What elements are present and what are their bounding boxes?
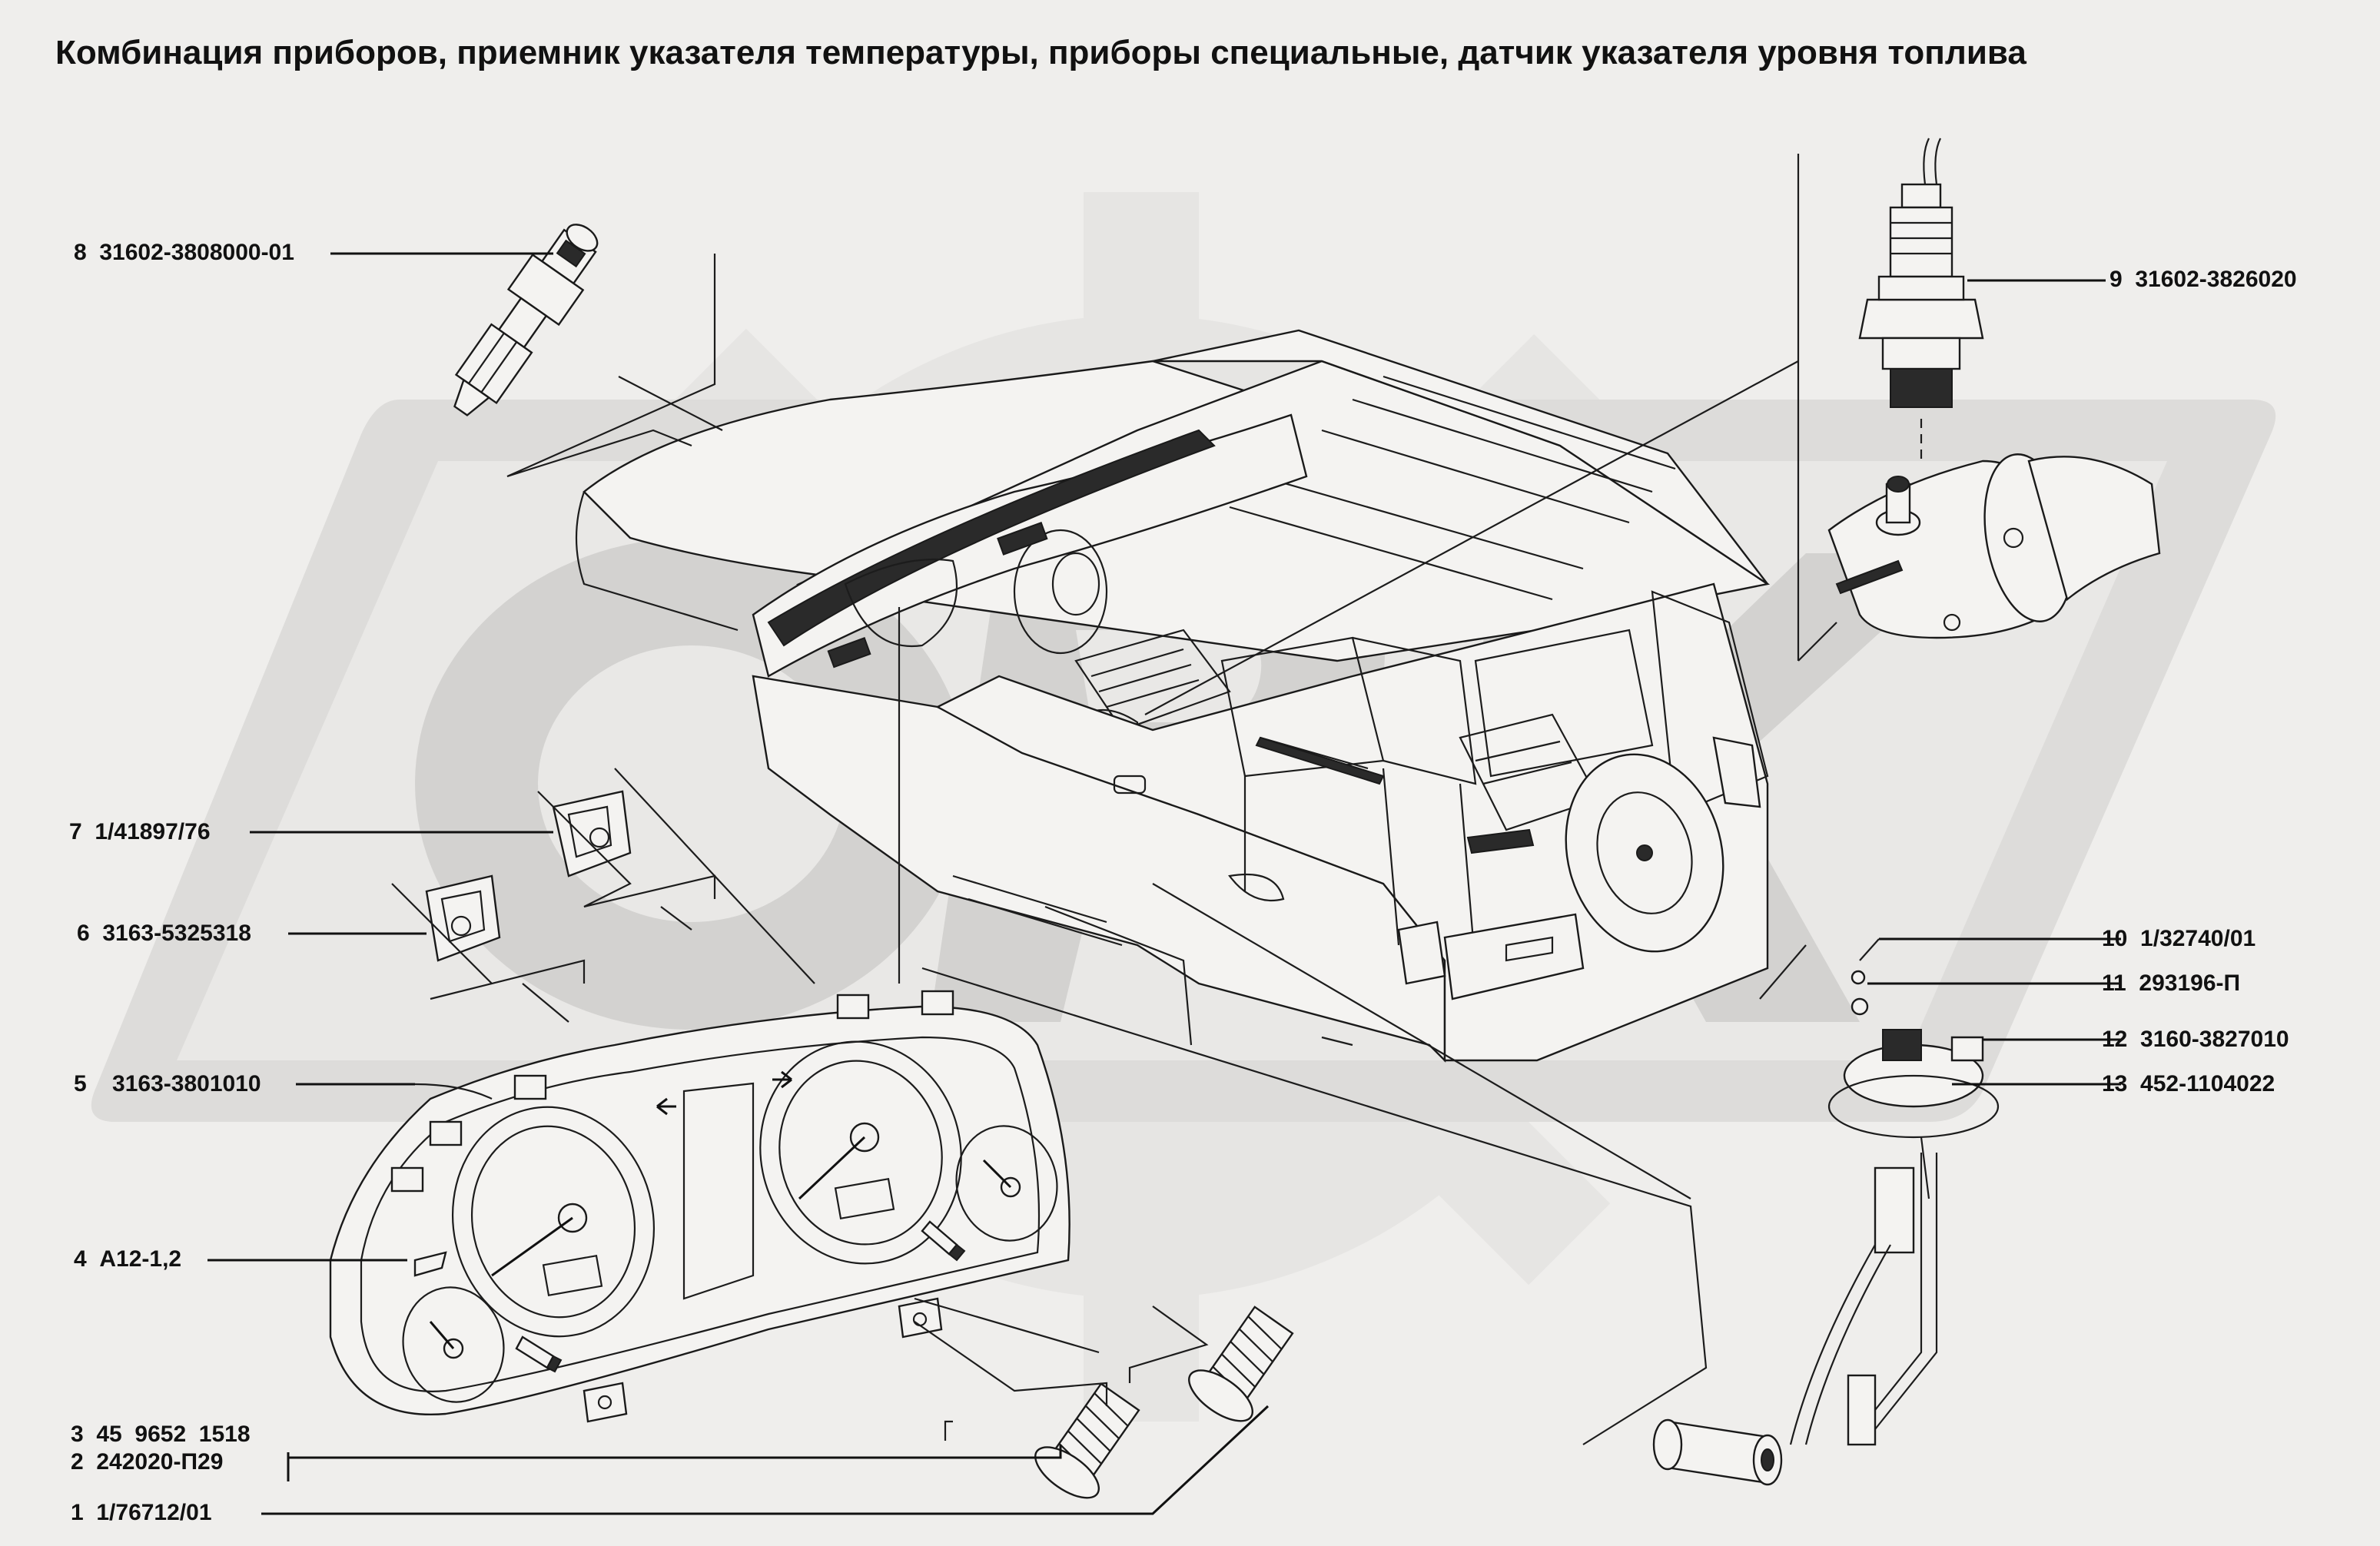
part-12-fuel-level-sender — [1652, 970, 2000, 1486]
callout-11: 11 293196-П — [2102, 970, 2240, 997]
callout-6: 6 3163-5325318 — [77, 921, 251, 947]
callout-1-num: 1 — [71, 1500, 84, 1525]
callout-4-code: А12-1,2 — [99, 1246, 182, 1272]
callout-7-num: 7 — [69, 819, 82, 844]
part-5-instrument-cluster — [329, 990, 1071, 1423]
callout-11-num: 11 — [2102, 970, 2126, 996]
callout-13-num: 13 — [2102, 1071, 2128, 1096]
callout-10-code: 1/32740/01 — [2140, 926, 2256, 951]
callout-2-num: 2 — [71, 1449, 84, 1475]
part-1-screw — [1034, 1382, 1140, 1499]
callout-3-num: 3 — [71, 1422, 84, 1447]
callout-2-code: 242020-П29 — [96, 1449, 224, 1475]
leader-lines — [207, 154, 2121, 1515]
callout-3-code: 45 9652 1518 — [96, 1422, 251, 1447]
callout-6-num: 6 — [77, 921, 90, 946]
part-2-screw — [1188, 1305, 1294, 1422]
callout-7: 7 1/41897/76 — [69, 819, 211, 845]
part-8-temperature-sensor — [453, 224, 599, 416]
callout-7-code: 1/41897/76 — [95, 819, 211, 844]
part-6-bracket — [425, 874, 501, 962]
fuel-filler-neck — [1827, 453, 2161, 639]
callout-8: 8 31602-3808000-01 — [74, 240, 294, 266]
vehicle-body — [575, 329, 1771, 1063]
callout-13-code: 452-1104022 — [2140, 1071, 2275, 1096]
callout-5: 5 3163-3801010 — [74, 1071, 261, 1097]
diagram-title: Комбинация приборов, приемник указателя … — [55, 34, 2026, 71]
callout-11-code: 293196-П — [2139, 970, 2241, 996]
callout-9-code: 31602-3826020 — [2135, 267, 2297, 292]
callout-9: 9 31602-3826020 — [2109, 267, 2297, 293]
callout-4-num: 4 — [74, 1246, 87, 1272]
part-9-special-sensor — [1858, 138, 1984, 461]
callout-10: 10 1/32740/01 — [2102, 926, 2256, 952]
callout-4: 4 А12-1,2 — [74, 1246, 181, 1272]
callout-6-code: 3163-5325318 — [102, 921, 251, 946]
callout-9-num: 9 — [2109, 267, 2123, 292]
callout-1-code: 1/76712/01 — [96, 1500, 212, 1525]
callout-5-num: 5 — [74, 1071, 87, 1096]
callout-1: 1 1/76712/01 — [71, 1500, 212, 1526]
callout-13: 13 452-1104022 — [2102, 1071, 2275, 1097]
callout-2: 2 242020-П29 — [71, 1449, 223, 1475]
callout-8-code: 31602-3808000-01 — [99, 240, 294, 265]
callout-12-num: 12 — [2102, 1027, 2128, 1052]
callout-12: 12 3160-3827010 — [2102, 1027, 2289, 1053]
callout-12-code: 3160-3827010 — [2140, 1027, 2289, 1052]
callout-5-code: 3163-3801010 — [112, 1071, 261, 1096]
callout-3: 3 45 9652 1518 — [71, 1422, 251, 1448]
callout-10-num: 10 — [2102, 926, 2128, 951]
part-7-bracket — [552, 790, 632, 878]
callout-8-num: 8 — [74, 240, 87, 265]
